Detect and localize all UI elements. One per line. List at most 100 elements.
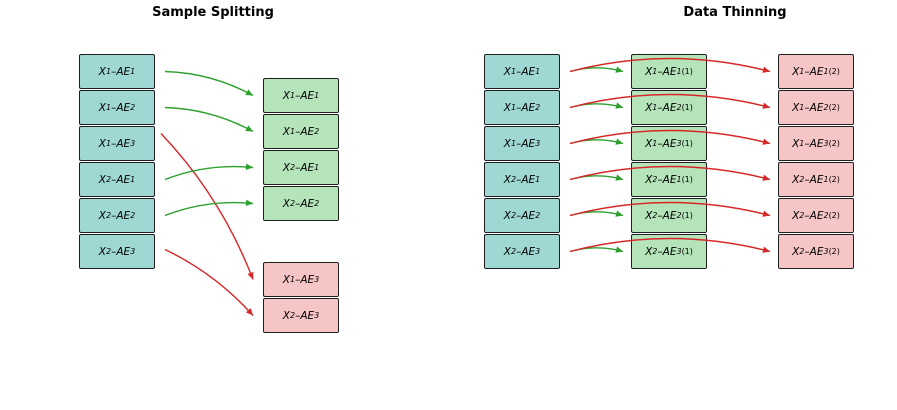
variable-symbol: X [98, 137, 106, 150]
event-subscript: 1 [823, 175, 829, 184]
event-symbol: –AE [804, 209, 824, 222]
event-subscript: 3 [314, 275, 320, 284]
variable-subscript: 2 [289, 163, 296, 172]
fold-superscript: (1) [681, 175, 693, 184]
variable-subscript: 1 [289, 127, 296, 136]
data-thinning-title: Data Thinning [683, 5, 787, 20]
event-subscript: 1 [535, 67, 541, 76]
fold-superscript: (1) [681, 247, 693, 256]
variable-subscript: 1 [799, 103, 805, 112]
event-subscript: 3 [130, 247, 136, 256]
variable-subscript: 1 [289, 91, 296, 100]
variable-subscript: 1 [799, 139, 805, 148]
variable-symbol: X [98, 173, 106, 186]
event-symbol: –AE [657, 137, 677, 150]
fold-superscript: (2) [828, 247, 840, 256]
event-symbol: –AE [111, 173, 131, 186]
event-symbol: –AE [804, 137, 824, 150]
event-subscript: 3 [130, 139, 136, 148]
variable-subscript: 2 [105, 247, 112, 256]
variable-symbol: X [282, 197, 290, 210]
event-symbol: –AE [657, 245, 677, 258]
variable-subscript: 2 [510, 175, 517, 184]
sample-splitting-title: Sample Splitting [152, 5, 274, 20]
event-symbol: –AE [295, 309, 315, 322]
variable-symbol: X [282, 161, 290, 174]
variable-subscript: 2 [289, 199, 296, 208]
event-subscript: 2 [823, 211, 829, 220]
fold-superscript: (1) [681, 103, 693, 112]
variable-subscript: 2 [799, 247, 805, 256]
fold-superscript: (2) [828, 103, 840, 112]
event-symbol: –AE [111, 137, 131, 150]
event-symbol: –AE [516, 137, 536, 150]
variable-symbol: X [503, 137, 511, 150]
fold-superscript: (1) [681, 139, 693, 148]
variable-subscript: 1 [510, 103, 517, 112]
event-subscript: 2 [535, 103, 541, 112]
event-subscript: 3 [535, 247, 541, 256]
event-symbol: –AE [657, 101, 677, 114]
event-subscript: 1 [823, 67, 829, 76]
variable-symbol: X [645, 245, 653, 258]
fold-superscript: (1) [681, 211, 693, 220]
variable-symbol: X [792, 137, 800, 150]
variable-subscript: 1 [510, 139, 517, 148]
sample-splitting-panel: Sample Splitting [0, 0, 440, 410]
event-subscript: 1 [130, 175, 136, 184]
event-subscript: 1 [130, 67, 136, 76]
event-symbol: –AE [516, 173, 536, 186]
event-symbol: –AE [804, 173, 824, 186]
event-subscript: 3 [823, 247, 829, 256]
event-subscript: 3 [823, 139, 829, 148]
variable-symbol: X [282, 309, 290, 322]
event-subscript: 2 [535, 211, 541, 220]
variable-subscript: 1 [289, 275, 296, 284]
variable-subscript: 2 [105, 211, 112, 220]
variable-symbol: X [645, 101, 653, 114]
variable-symbol: X [98, 101, 106, 114]
variable-symbol: X [645, 137, 653, 150]
event-symbol: –AE [516, 209, 536, 222]
event-symbol: –AE [516, 245, 536, 258]
variable-symbol: X [792, 209, 800, 222]
fold-superscript: (2) [828, 67, 840, 76]
variable-symbol: X [503, 245, 511, 258]
variable-subscript: 2 [289, 311, 296, 320]
variable-symbol: X [282, 125, 290, 138]
event-symbol: –AE [111, 101, 131, 114]
variable-symbol: X [792, 65, 800, 78]
variable-subscript: 2 [799, 211, 805, 220]
variable-symbol: X [98, 209, 106, 222]
variable-symbol: X [645, 173, 653, 186]
variable-subscript: 2 [105, 175, 112, 184]
variable-symbol: X [645, 209, 653, 222]
event-subscript: 2 [130, 103, 136, 112]
variable-symbol: X [282, 273, 290, 286]
variable-symbol: X [645, 65, 653, 78]
variable-symbol: X [503, 209, 511, 222]
variable-symbol: X [792, 245, 800, 258]
variable-subscript: 1 [105, 67, 112, 76]
event-subscript: 3 [535, 139, 541, 148]
variable-symbol: X [98, 65, 106, 78]
event-symbol: –AE [516, 101, 536, 114]
event-subscript: 2 [130, 211, 136, 220]
